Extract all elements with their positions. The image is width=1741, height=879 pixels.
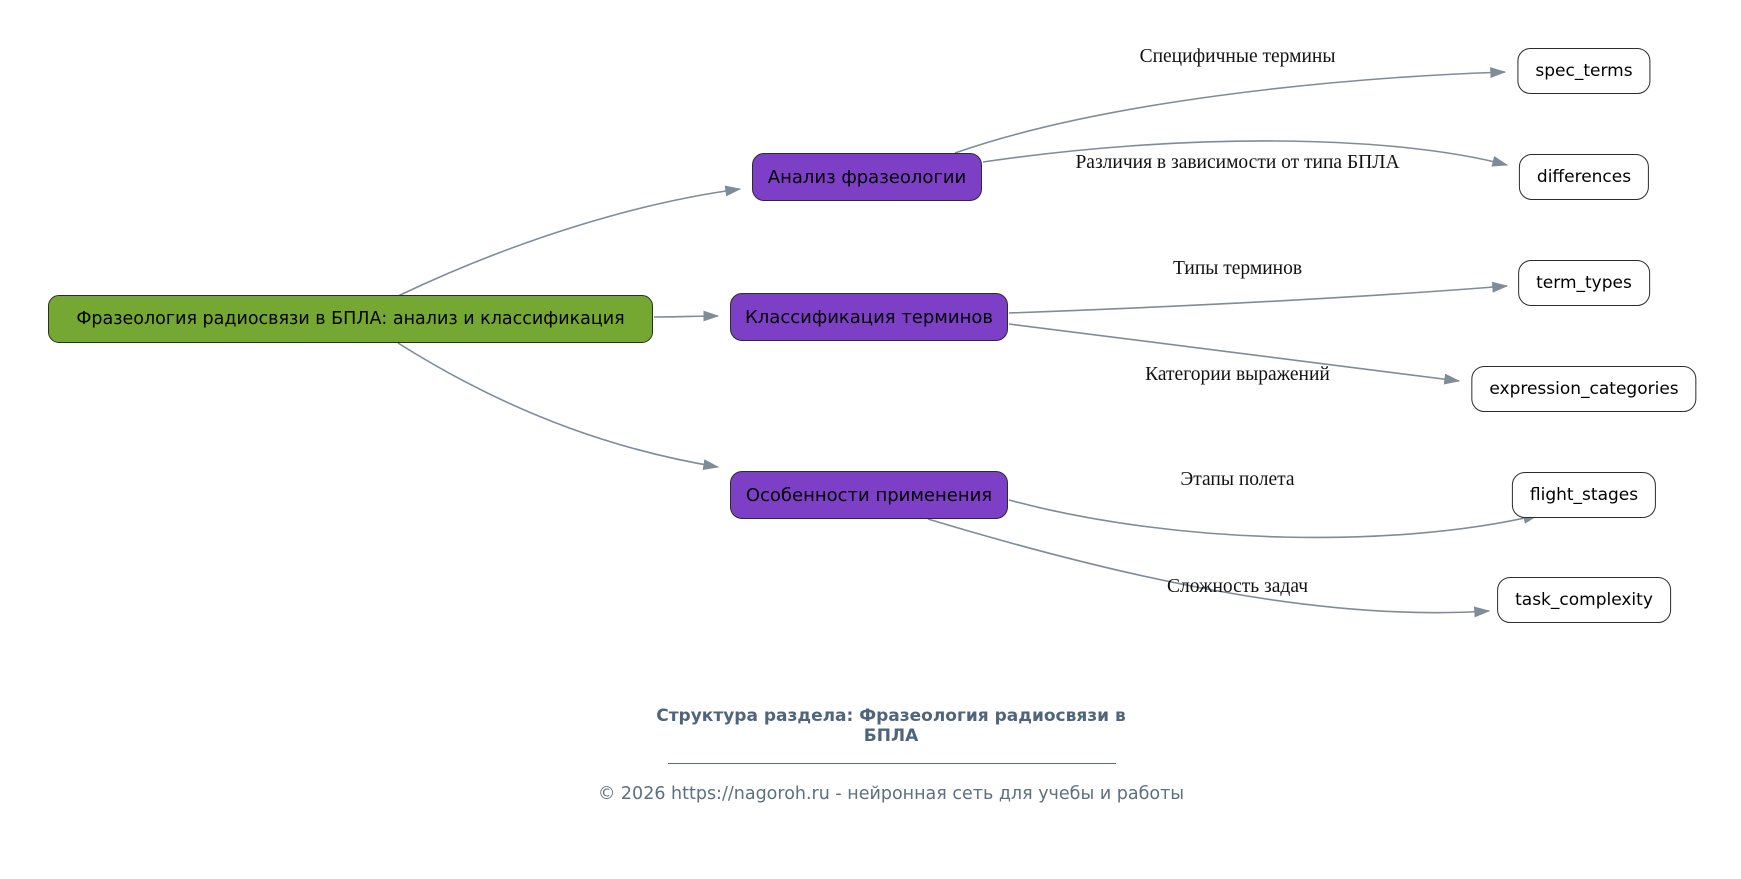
- leaf-node-task-complexity: task_complexity: [1497, 577, 1671, 623]
- edge-label-spec-terms: Специфичные термины: [1139, 46, 1336, 67]
- footer-divider: [668, 763, 1116, 764]
- leaf-node-flight-stages: flight_stages: [1511, 472, 1657, 518]
- root-node: Фразеология радиосвязи в БПЛА: анализ и …: [48, 295, 653, 343]
- edge-root-to-classification: [653, 310, 720, 322]
- leaf-node-differences: differences: [1518, 154, 1650, 200]
- branch-node-analysis: Анализ фразеологии: [752, 153, 982, 201]
- leaf-node-expression-categories: expression_categories: [1471, 366, 1697, 412]
- branch-node-classification: Классификация терминов: [730, 293, 1008, 341]
- edge-root-to-features: [397, 342, 720, 470]
- edge-root-to-analysis: [397, 185, 742, 297]
- edge-label-expression-categories: Категории выражений: [1145, 364, 1330, 385]
- edge-analysis-to-spec-terms: [954, 67, 1507, 154]
- edge-label-task-complexity: Сложность задач: [1166, 576, 1309, 597]
- edge-label-term-types: Типы терминов: [1172, 258, 1303, 279]
- branch-node-features: Особенности применения: [730, 471, 1008, 519]
- edge-classification-to-term-types: [1008, 281, 1509, 314]
- edge-features-to-task-complexity: [927, 518, 1491, 618]
- edge-features-to-flight-stages: [1008, 499, 1540, 539]
- leaf-node-term-types: term_types: [1518, 260, 1650, 306]
- edge-label-flight-stages: Этапы полета: [1180, 469, 1295, 490]
- footer-title: Структура раздела: Фразеология радиосвяз…: [656, 706, 1126, 746]
- footer-copyright: © 2026 https://nagoroh.ru - нейронная се…: [597, 784, 1185, 804]
- edge-label-differences: Различия в зависимости от типа БПЛА: [1075, 152, 1400, 173]
- leaf-node-spec-terms: spec_terms: [1517, 48, 1651, 94]
